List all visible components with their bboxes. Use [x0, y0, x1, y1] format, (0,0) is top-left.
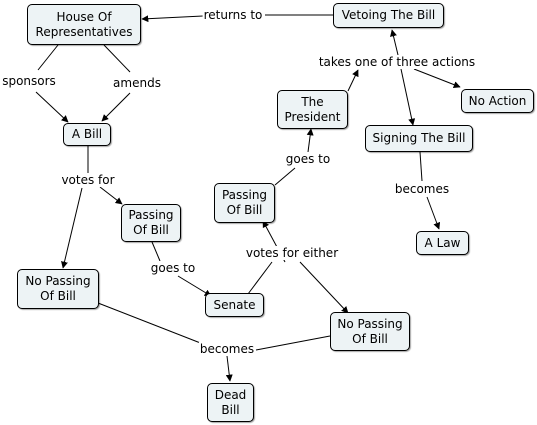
concept-a-bill[interactable]: A Bill [63, 123, 111, 146]
link-becomes-law: becomes [393, 182, 451, 196]
link-returns-to: returns to [202, 8, 264, 22]
edge-votesforeither-to-nopassing-right [299, 261, 349, 314]
concept-no-passing-of-bill-right[interactable]: No Passing Of Bill [330, 312, 410, 351]
edge-passing-mid-to-goesto [274, 167, 296, 186]
edge-signing-to-becomes [419, 151, 423, 182]
concept-vetoing-the-bill[interactable]: Vetoing The Bill [333, 3, 444, 28]
concept-signing-the-bill[interactable]: Signing The Bill [365, 125, 473, 152]
edge-sponsors-to-abill [35, 91, 69, 123]
concept-passing-of-bill-mid[interactable]: Passing Of Bill [214, 183, 275, 223]
edge-votesfor-to-nopassing-left [61, 187, 83, 269]
edge-takesactions-to-noaction [413, 68, 461, 88]
link-votes-for: votes for [60, 173, 116, 187]
edge-nopassing-left-to-becomes [97, 302, 204, 345]
concept-senate[interactable]: Senate [205, 293, 264, 317]
link-amends: amends [112, 76, 162, 90]
link-takes-one-of-three-actions: takes one of three actions [317, 55, 477, 69]
edge-becomes-to-deadbill [225, 355, 233, 382]
edge-passing-left-to-goesto [151, 241, 161, 262]
edge-takesactions-to-signing [400, 68, 416, 126]
edge-president-to-takesactions [347, 69, 359, 92]
link-becomes-dead: becomes [198, 342, 256, 356]
concept-dead-bill[interactable]: Dead Bill [207, 383, 254, 422]
edge-senate-to-votesforeither [247, 261, 273, 295]
edge-amends-to-abill [101, 92, 131, 122]
concept-no-passing-of-bill-left[interactable]: No Passing Of Bill [17, 269, 99, 309]
edge-votesfor-to-passing-left [99, 186, 123, 205]
edge-becomes-to-alaw [426, 196, 441, 230]
edge-nopassing-right-to-becomes [255, 335, 331, 351]
concept-a-law[interactable]: A Law [416, 231, 469, 255]
edge-house-to-amends [103, 44, 131, 73]
edge-returns-to-house [141, 15, 204, 23]
link-sponsors: sponsors [1, 74, 57, 88]
link-votes-for-either: votes for either [244, 246, 340, 260]
concept-the-president[interactable]: The President [277, 90, 348, 129]
link-goes-to-president: goes to [284, 152, 332, 166]
concept-house-of-representatives[interactable]: House Of Representatives [27, 4, 141, 45]
concept-passing-of-bill-left[interactable]: Passing Of Bill [121, 204, 181, 242]
edge-goesto-to-senate [177, 275, 212, 297]
edge-goesto-to-president [306, 128, 314, 153]
concept-no-action[interactable]: No Action [461, 89, 534, 113]
link-goes-to-senate: goes to [149, 261, 197, 275]
edge-house-to-sponsors [37, 44, 59, 71]
edge-takesactions-to-vetoing [390, 29, 399, 56]
